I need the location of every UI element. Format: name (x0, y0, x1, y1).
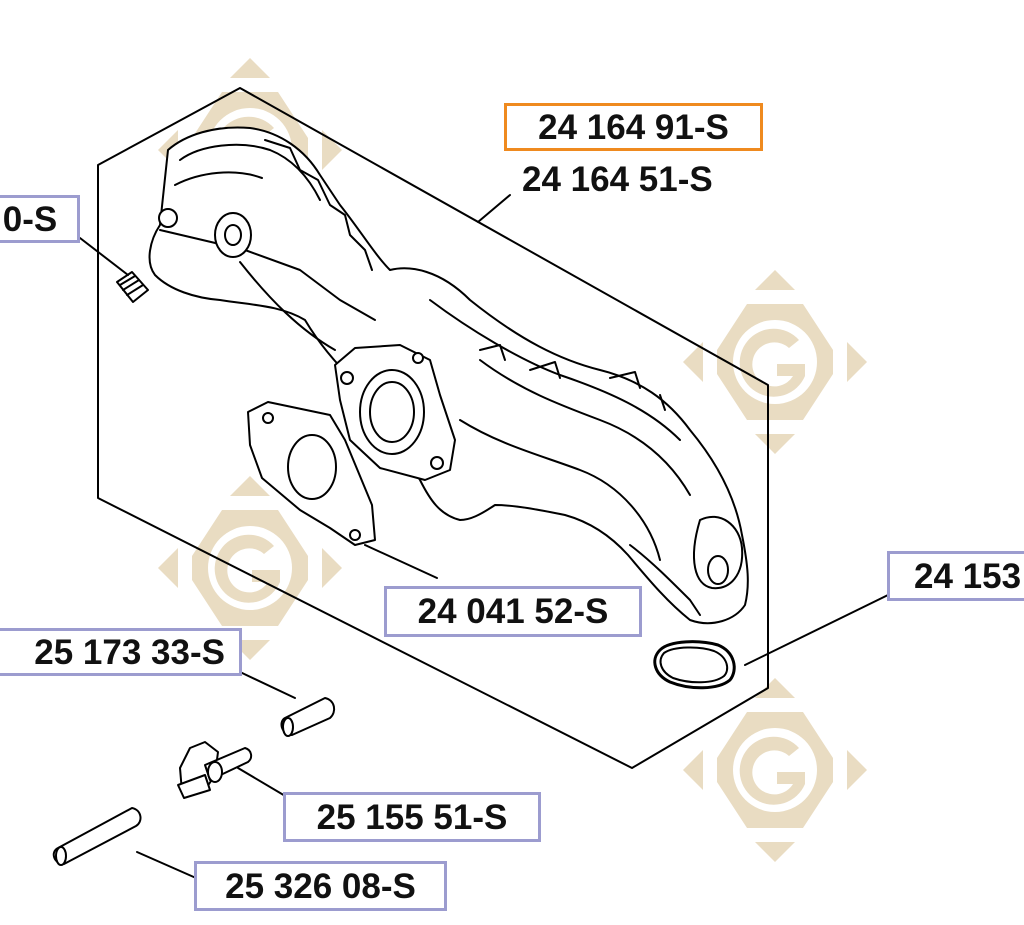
part-number-label-highlighted[interactable]: 24 164 91-S (504, 103, 763, 151)
part-number-label-plug[interactable]: 0-S (0, 195, 80, 243)
part-number-label-pin-a[interactable]: 25 173 33-S (0, 628, 242, 676)
watermark-logo-icon (683, 270, 867, 454)
pin-b (52, 807, 142, 866)
pin-a (280, 697, 336, 737)
part-number-label-alt: 24 164 51-S (522, 160, 713, 199)
watermark-logo-icon (683, 678, 867, 862)
part-number-label-fitting[interactable]: 25 155 51-S (283, 792, 541, 842)
part-number-label-seal[interactable]: 24 153 (887, 551, 1024, 601)
part-number-label-pin-b[interactable]: 25 326 08-S (194, 861, 447, 911)
seal-ring (653, 640, 736, 690)
part-number-label-gasket[interactable]: 24 041 52-S (384, 586, 642, 637)
plug-part (116, 271, 149, 303)
fitting-part (177, 741, 253, 799)
assembly-box (97, 87, 769, 769)
